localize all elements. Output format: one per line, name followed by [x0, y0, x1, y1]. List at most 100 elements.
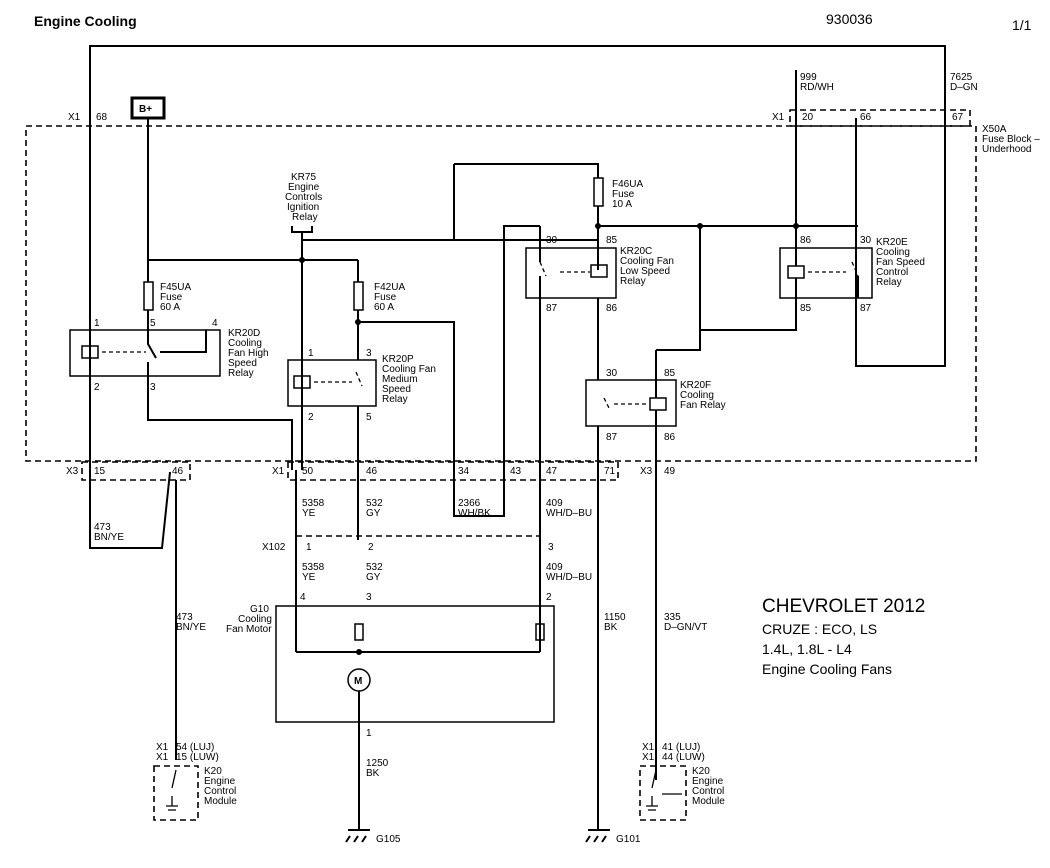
- wire-473a-num: 473: [94, 522, 111, 533]
- g10-pin4: 4: [300, 592, 306, 603]
- wire-kr20d-3: [147, 330, 293, 470]
- kr20f-pin87: 87: [606, 432, 618, 443]
- kr20f-l1: Cooling: [680, 390, 714, 401]
- wire-kr20e-30: [855, 118, 859, 298]
- wire-473b-color: BN/YE: [176, 622, 206, 633]
- wire-409a-color: WH/D–BU: [546, 508, 592, 519]
- kr20p-pin2: 2: [308, 412, 314, 423]
- kr20f-l2: Fan Relay: [680, 400, 726, 411]
- kr20p-relay-box: [287, 359, 377, 407]
- junction-dot: [697, 223, 703, 229]
- x1-top-connector-box: [789, 109, 971, 127]
- f45ua-id: F45UA: [160, 282, 191, 293]
- wire-to-f46ua: [454, 163, 599, 178]
- f42ua-id: F42UA: [374, 282, 405, 293]
- conn-x1-top: X1: [68, 112, 81, 123]
- k20a-l2: Control: [204, 786, 236, 797]
- k20a-module-box: [153, 765, 199, 821]
- motor-label: M: [354, 676, 362, 687]
- conn-x1-mid: X1: [272, 466, 285, 477]
- conn-x1-66: 66: [860, 112, 872, 123]
- info-make-year: CHEVROLET 2012: [762, 596, 925, 617]
- f46ua-fuse: [593, 177, 604, 207]
- kr20e-id: KR20E: [876, 237, 908, 248]
- kr20e-coil: [787, 265, 805, 279]
- f42ua-fuse: [353, 281, 364, 311]
- k20b-pin41: 41 (LUJ): [662, 742, 700, 753]
- wire-532a-num: 532: [366, 498, 383, 509]
- g10-id: G10: [250, 604, 269, 615]
- junction-dot: [299, 257, 305, 263]
- kr20p-pin3: 3: [366, 348, 372, 359]
- f46ua-l1: Fuse: [612, 189, 635, 200]
- k20a-pin15: 15 (LUW): [176, 752, 219, 763]
- kr20p-l1: Cooling Fan: [382, 364, 436, 375]
- conn-x102-2: 2: [368, 542, 374, 553]
- wire-409b-color: WH/D–BU: [546, 572, 592, 583]
- motor-resistor-3: [354, 623, 364, 641]
- conn-x102: X102: [262, 542, 286, 553]
- kr20c-l2: Low Speed: [620, 266, 670, 277]
- k20a-x1b: X1: [156, 752, 169, 763]
- kr20c-pin86: 86: [606, 303, 618, 314]
- kr20f-id: KR20F: [680, 380, 711, 391]
- kr20e-l2: Fan Speed: [876, 257, 925, 268]
- wire-7625-color: D–GN: [950, 82, 978, 93]
- kr20c-l1: Cooling Fan: [620, 256, 674, 267]
- k20b-l3: Module: [692, 796, 725, 807]
- kr20c-pin85: 85: [606, 235, 618, 246]
- g10-pin3: 3: [366, 592, 372, 603]
- kr20d-coil: [81, 345, 99, 359]
- wire-7625-num: 7625: [950, 72, 973, 83]
- wire-999-num: 999: [800, 72, 817, 83]
- bplus-label: B+: [139, 104, 152, 115]
- wire-5358a-num: 5358: [302, 498, 325, 509]
- wire-top-loop: [89, 45, 946, 470]
- wire-999-color: RD/WH: [800, 82, 834, 93]
- conn-x3-49: 49: [664, 466, 676, 477]
- wire-532a-color: GY: [366, 508, 381, 519]
- k20a-switch-ground: [166, 769, 178, 811]
- kr20p-coil: [293, 375, 311, 389]
- kr20d-relay-box: [69, 329, 221, 377]
- wire-335-color: D–GN/VT: [664, 622, 707, 633]
- kr20c-l3: Relay: [620, 276, 646, 287]
- kr20f-pin86: 86: [664, 432, 676, 443]
- motor-resistor-2: [535, 623, 545, 641]
- wire-473: [89, 470, 177, 760]
- kr20p-l2: Medium: [382, 374, 418, 385]
- g10-motor-box: [275, 605, 555, 723]
- conn-x3-46: 46: [172, 466, 184, 477]
- wire-1250-num: 1250: [366, 758, 389, 769]
- info-engine: 1.4L, 1.8L - L4: [762, 641, 852, 657]
- kr75-l2: Controls: [285, 192, 322, 203]
- conn-x102-3: 3: [548, 542, 554, 553]
- k20b-id: K20: [692, 766, 710, 777]
- kr20c-pin87: 87: [546, 303, 558, 314]
- kr20d-l3: Speed: [228, 358, 257, 369]
- kr20d-l1: Cooling: [228, 338, 262, 349]
- diagram-title: Engine Cooling: [34, 13, 137, 29]
- kr75-l3: Ignition: [287, 202, 319, 213]
- page-indicator: 1/1: [1012, 17, 1032, 33]
- k20b-module-box: [639, 765, 687, 821]
- k20a-l1: Engine: [204, 776, 236, 787]
- kr75-l1: Engine: [288, 182, 320, 193]
- k20b-x1a: X1: [642, 742, 655, 753]
- wire-1150-color: BK: [604, 622, 618, 633]
- kr20f-pin30: 30: [606, 368, 618, 379]
- wire-473b-num: 473: [176, 612, 193, 623]
- k20a-l3: Module: [204, 796, 237, 807]
- kr20f-coil: [649, 397, 667, 411]
- kr20c-relay-box: [525, 247, 617, 299]
- kr20d-pin4: 4: [212, 318, 218, 329]
- kr20d-pin3: 3: [150, 382, 156, 393]
- kr20p-l4: Relay: [382, 394, 408, 405]
- kr20e-l1: Cooling: [876, 247, 910, 258]
- kr20e-l4: Relay: [876, 277, 902, 288]
- f46ua-id: F46UA: [612, 179, 643, 190]
- diagram-number: 930036: [826, 11, 873, 27]
- k20a-x1a: X1: [156, 742, 169, 753]
